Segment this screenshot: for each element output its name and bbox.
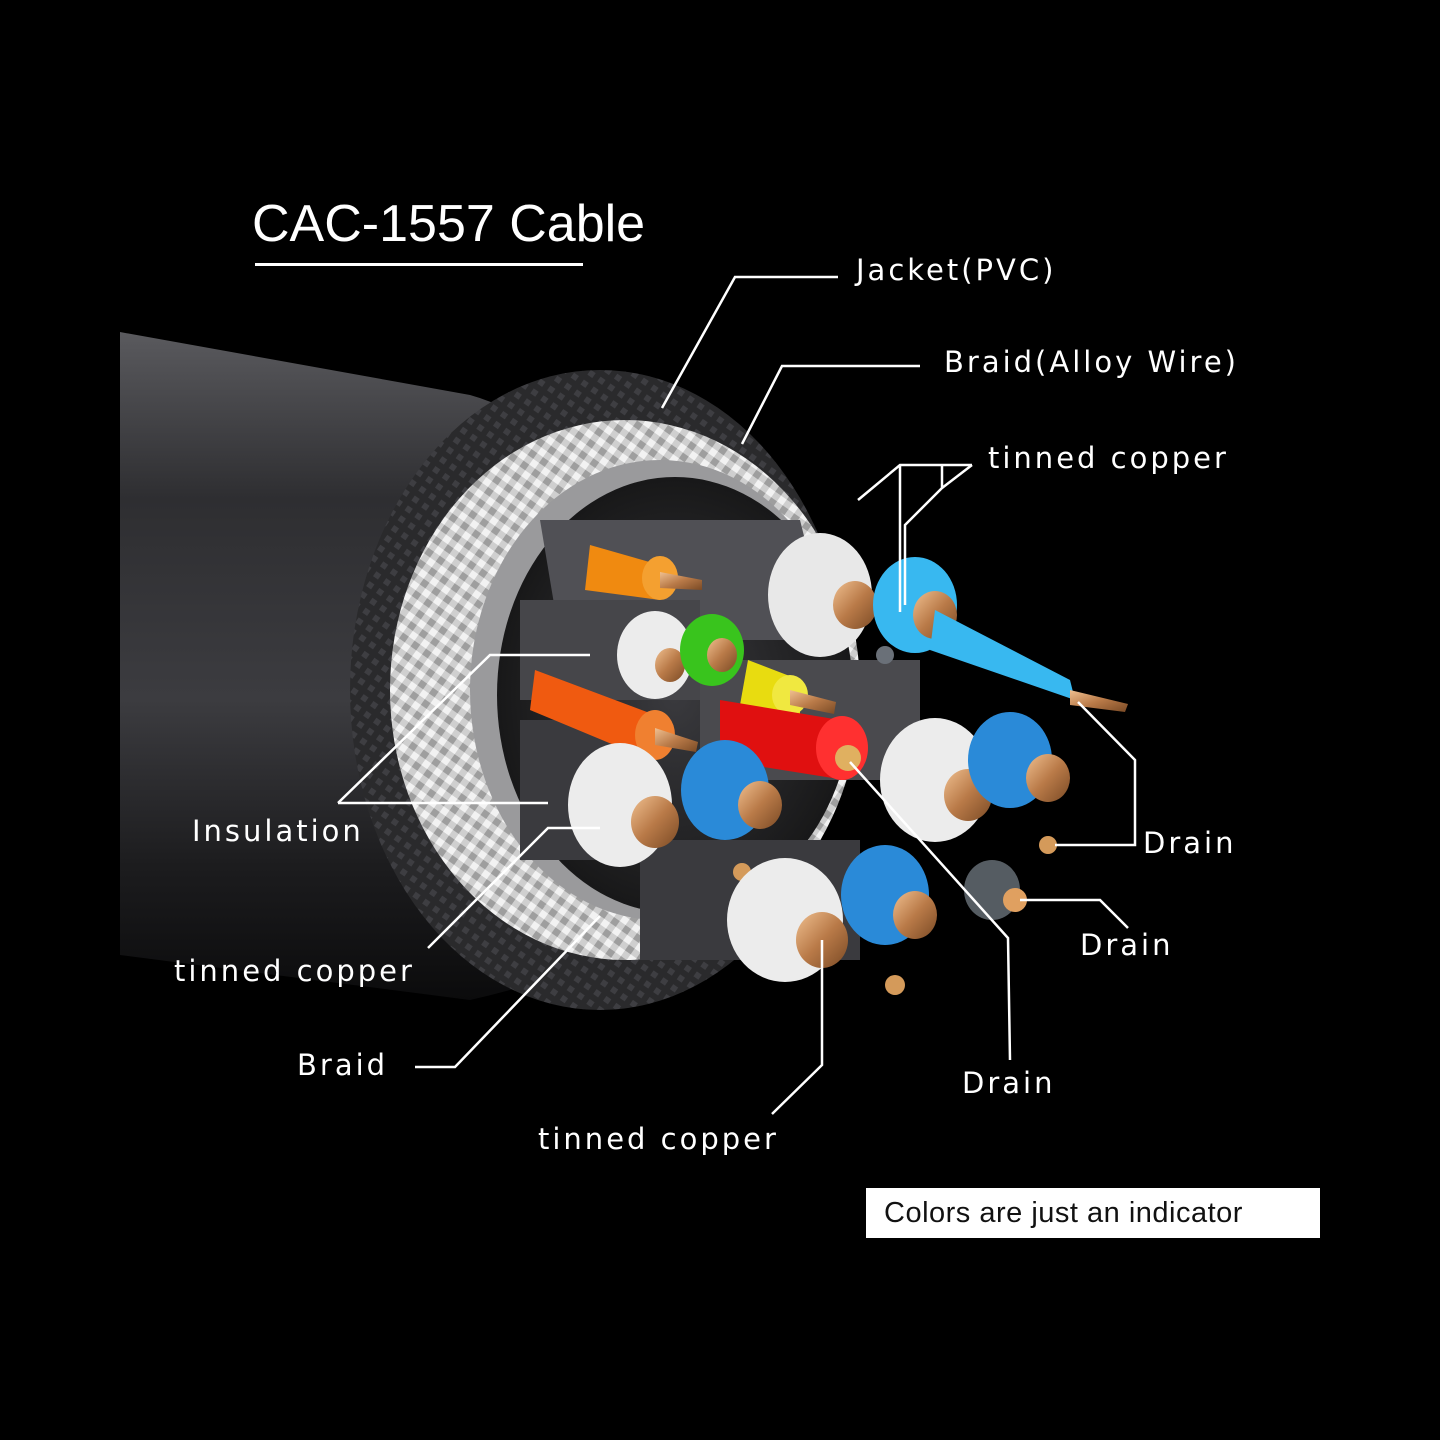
label-tinned-copper-top: tinned copper [988, 441, 1229, 475]
right-pair [880, 712, 1070, 920]
color-disclaimer-box: Colors are just an indicator [866, 1188, 1320, 1238]
bottom-pair [727, 845, 937, 995]
middle-pair [617, 611, 836, 715]
orange-wire-bottom [530, 670, 698, 760]
left-pair [568, 740, 782, 881]
top-right-pair [768, 533, 1128, 712]
label-insulation: Insulation [192, 814, 364, 848]
label-drain-2: Drain [1080, 928, 1174, 962]
label-tinned-copper-bottom: tinned copper [538, 1122, 779, 1156]
label-drain-1: Drain [1143, 826, 1237, 860]
color-disclaimer-text: Colors are just an indicator [884, 1197, 1243, 1229]
diagram-title: CAC-1557 Cable [252, 195, 646, 253]
label-braid: Braid [297, 1048, 389, 1082]
label-tinned-copper-left: tinned copper [174, 954, 415, 988]
orange-wire-top [585, 545, 702, 600]
label-braid-alloy: Braid(Alloy Wire) [944, 345, 1239, 379]
title-underline [255, 263, 583, 266]
label-drain-3: Drain [962, 1066, 1056, 1100]
label-jacket: Jacket(PVC) [856, 253, 1057, 287]
leader-lines [337, 275, 1137, 1115]
